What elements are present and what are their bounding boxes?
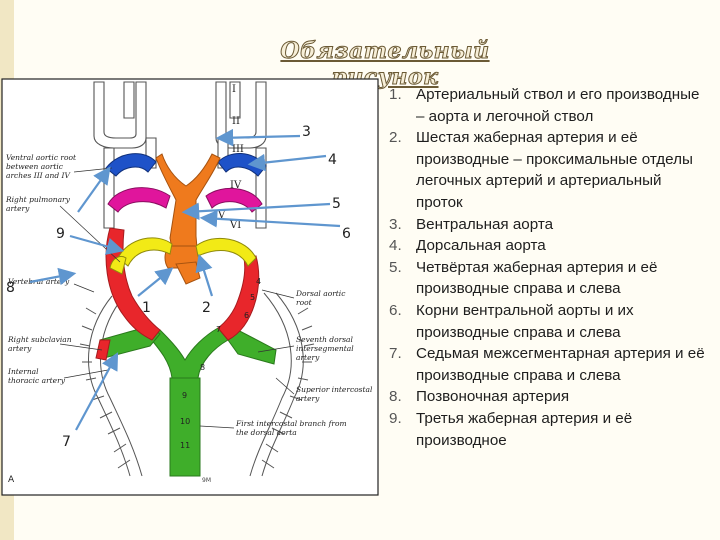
legend-item-number: 7. — [389, 345, 402, 363]
legend-item-text: Корни вентральной аорты и их производные… — [416, 301, 634, 341]
legend-item-number: 8. — [389, 388, 402, 406]
legend-item: 8. Позвоночная артерия — [389, 386, 711, 408]
segment-numbers: 4 5 6 7 8 9 10 11 — [180, 277, 261, 450]
label-superior-intercostal-1: Superior intercostal — [296, 385, 373, 394]
left-intercostal-ladder — [79, 292, 143, 478]
legend-item-text: Третья жаберная артерия и её производное — [416, 409, 633, 449]
label-internal-thoracic-2: thoracic artery — [8, 376, 66, 385]
legend-item-number: 9. — [389, 409, 402, 427]
arch-numeral-II: II — [232, 116, 240, 127]
callout-1: 1 — [142, 300, 151, 316]
callout-9: 9 — [56, 226, 65, 242]
callout-2: 2 — [202, 300, 211, 316]
legend-list: 1. Артериальный ствол и его производные –… — [389, 84, 711, 451]
label-ventral-aortic-root-2: between aortic — [6, 162, 64, 171]
label-right-pulmonary-1: Right pulmonary — [5, 195, 71, 204]
legend-item-text: Дорсальная аорта — [416, 237, 546, 255]
segment-number: 4 — [256, 277, 261, 286]
legend-item-number: 1. — [389, 86, 402, 103]
segment-number: 11 — [180, 441, 190, 450]
right-anatomy-labels: Dorsal aortic root Seventh dorsal inters… — [235, 289, 373, 437]
yellow-vessels — [109, 237, 257, 275]
arch-numeral-VI: VI — [229, 220, 241, 231]
left-leader-lines — [59, 167, 121, 379]
legend-item: 5. Четвёртая жаберная артерия и её произв… — [389, 257, 711, 300]
label-seventh-dorsal-3: artery — [296, 353, 320, 362]
legend-item-number: 5. — [389, 258, 402, 276]
arch-numerals: I II III IV V VI — [217, 84, 244, 231]
legend-item: 7. Седьмая межсегментарная артерия и её п… — [389, 343, 711, 386]
callout-numbers: 1 2 3 4 5 6 7 8 9 — [6, 124, 351, 450]
legend-item-text: Позвоночная артерия — [416, 388, 570, 406]
callout-3: 3 — [302, 124, 311, 140]
segment-number: 9 — [182, 391, 187, 400]
label-seventh-dorsal-1: Seventh dorsal — [296, 335, 354, 344]
legend-item-number: 4. — [389, 237, 402, 255]
legend-item-number: 2. — [389, 129, 402, 147]
arch-numeral-I: I — [232, 84, 236, 95]
label-seventh-dorsal-2: intersegmental — [296, 344, 354, 353]
label-vertebral-artery: Vertebral artery — [8, 277, 70, 286]
label-internal-thoracic-1: Internal — [7, 367, 39, 376]
legend-item-text: Седьмая межсегментарная артерия и её про… — [416, 345, 705, 384]
legend-item: 9. Третья жаберная артерия и её производн… — [389, 408, 711, 451]
legend-item: 4. Дорсальная аорта — [389, 235, 711, 257]
aortic-arches-figure: I II III IV V VI 4 5 6 7 8 9 10 11 Ventr… — [0, 78, 382, 540]
segment-number: 5 — [250, 293, 255, 302]
left-anatomy-labels: Ventral aortic root between aortic arche… — [5, 153, 77, 385]
arch-numeral-III: III — [232, 144, 244, 155]
label-right-pulmonary-2: artery — [6, 204, 30, 213]
artist-signature: 9M — [202, 477, 211, 484]
segment-number: 7 — [216, 325, 221, 334]
label-superior-intercostal-2: artery — [296, 394, 320, 403]
legend-item: 1. Артериальный ствол и его производные –… — [389, 84, 711, 127]
legend-item-number: 6. — [389, 301, 402, 319]
label-ventral-aortic-root-1: Ventral aortic root — [6, 153, 77, 162]
arch-numeral-V: V — [217, 210, 226, 221]
segment-number: 10 — [180, 417, 190, 426]
segment-number: 6 — [244, 311, 249, 320]
label-first-intercostal-2: the dorsal aorta — [236, 428, 297, 437]
callout-5: 5 — [332, 196, 341, 212]
arch-numeral-IV: IV — [230, 180, 242, 191]
legend-item: 2. Шестая жаберная артерия и её производн… — [389, 127, 711, 213]
callout-arrows — [29, 128, 341, 431]
right-intercostal-ladder — [249, 289, 315, 478]
label-dorsal-aortic-root-2: root — [296, 298, 313, 307]
legend-item-text: Вентральная аорта — [416, 215, 554, 233]
right-leader-lines — [199, 289, 295, 429]
legend-item-text: Четвёртая жаберная артерия и её производ… — [416, 258, 658, 298]
legend-item-text: Артериальный ствол и его производные – а… — [416, 86, 700, 125]
label-first-intercostal-1: First intercostal branch from — [235, 419, 347, 428]
segment-number: 8 — [200, 363, 205, 372]
label-right-subclavian-2: artery — [8, 344, 32, 353]
label-dorsal-aortic-root-1: Dorsal aortic — [295, 289, 346, 298]
legend-item-text: Шестая жаберная артерия и её производные… — [416, 129, 693, 211]
legend-item: 6. Корни вентральной аорты и их производн… — [389, 300, 711, 343]
corner-letter: A — [8, 475, 15, 485]
legend-item-number: 3. — [389, 215, 402, 233]
label-ventral-aortic-root-3: arches III and IV — [6, 171, 71, 180]
callout-4: 4 — [328, 152, 337, 168]
label-right-subclavian-1: Right subclavian — [7, 335, 72, 344]
legend-item: 3. Вентральная аорта — [389, 214, 711, 236]
magenta-vessels — [107, 187, 263, 213]
callout-7: 7 — [62, 434, 71, 450]
diagram-canvas: I II III IV V VI 4 5 6 7 8 9 10 11 Ventr… — [1, 78, 379, 496]
callout-6: 6 — [342, 226, 351, 242]
callout-8: 8 — [6, 280, 15, 296]
